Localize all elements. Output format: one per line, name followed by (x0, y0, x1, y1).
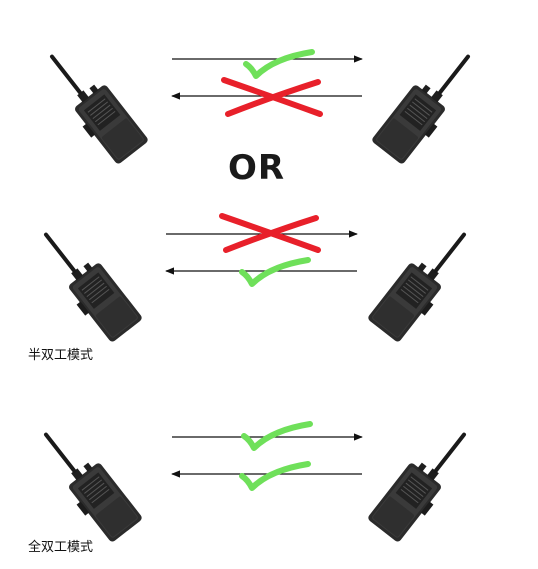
cross-icon (222, 216, 318, 250)
radio-left-icon (29, 417, 146, 548)
radio-left-icon (35, 39, 152, 170)
radio-right-icon (364, 217, 481, 348)
row-half-duplex-a (35, 39, 485, 170)
cross-icon (224, 80, 320, 114)
full-duplex-caption: 全双工模式 (28, 540, 94, 555)
check-icon (246, 52, 312, 76)
radio-right-icon (368, 39, 485, 170)
row-half-duplex-b (29, 216, 481, 348)
row-full-duplex (29, 417, 481, 548)
check-icon (244, 424, 310, 448)
radio-right-icon (364, 417, 481, 548)
or-separator: OR (228, 148, 286, 188)
half-duplex-caption: 半双工模式 (28, 348, 94, 363)
check-icon (242, 260, 308, 284)
check-icon (242, 464, 308, 488)
radio-left-icon (29, 217, 146, 348)
